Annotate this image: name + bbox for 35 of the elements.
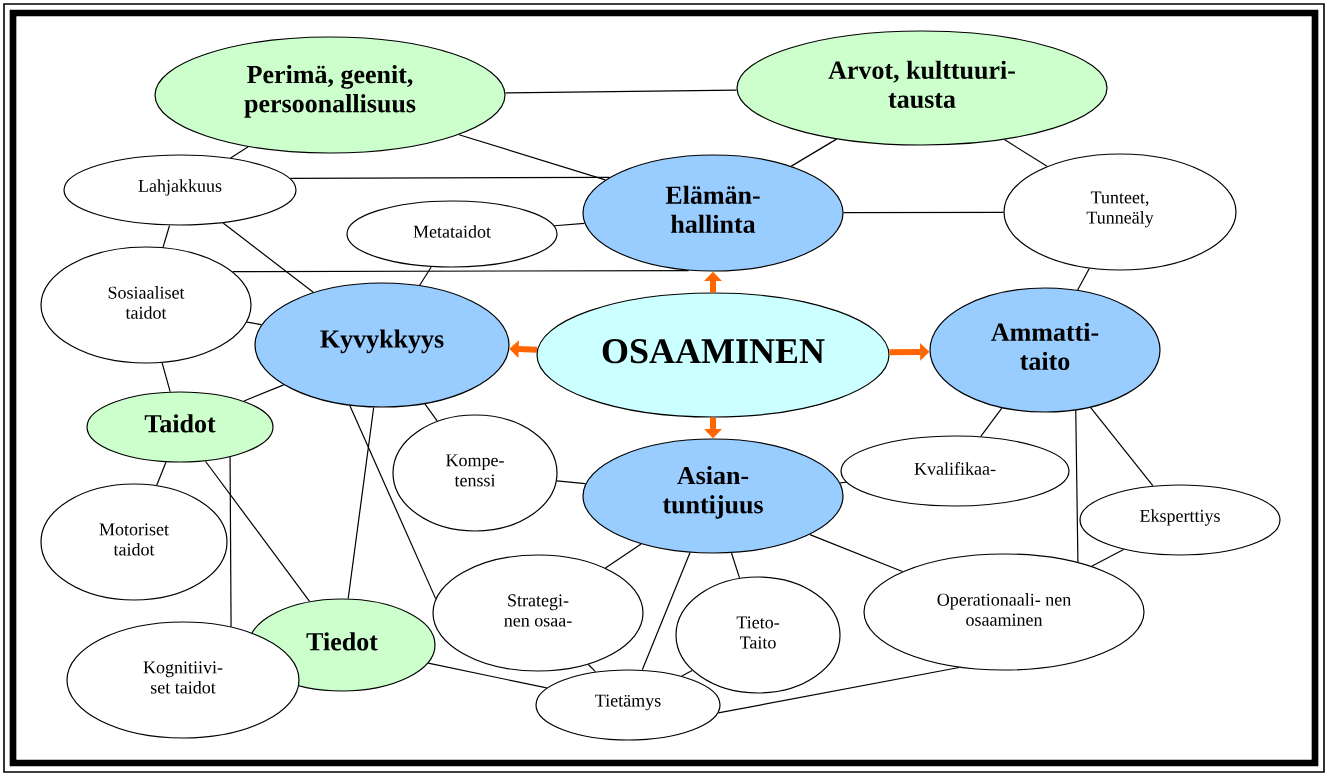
connector-line [230,146,249,159]
connector-line [232,269,690,273]
connector-line [419,266,432,286]
connector-line [204,460,311,602]
connector-line [587,663,596,673]
connector-line [222,222,314,293]
connector-line [161,362,171,393]
connector-line [162,224,171,248]
connector-line [556,480,587,485]
connector-line [229,456,232,628]
connector-line [246,321,262,326]
connector-line [839,481,847,484]
connector-line [681,669,693,677]
connector-line [349,404,437,600]
connector-line [790,138,838,167]
connector-line [1003,139,1048,167]
connector-line [458,134,606,181]
connector-line [717,666,960,714]
connector-line [1090,406,1154,487]
connector-line [1077,267,1090,291]
connector-line [504,89,738,94]
connector-line [641,552,691,671]
connector-line [1075,409,1079,563]
connector-line [553,222,586,227]
connector-line [289,176,610,179]
connector-line [347,406,375,600]
connector-line [980,407,1003,437]
connector-line [243,384,285,402]
connector-line [730,552,741,579]
connector-line [843,211,1004,214]
connector-line [809,534,903,573]
connector-line [424,403,438,422]
connector-line [156,461,167,486]
connector-line [1091,548,1125,567]
connector-line [604,543,642,569]
